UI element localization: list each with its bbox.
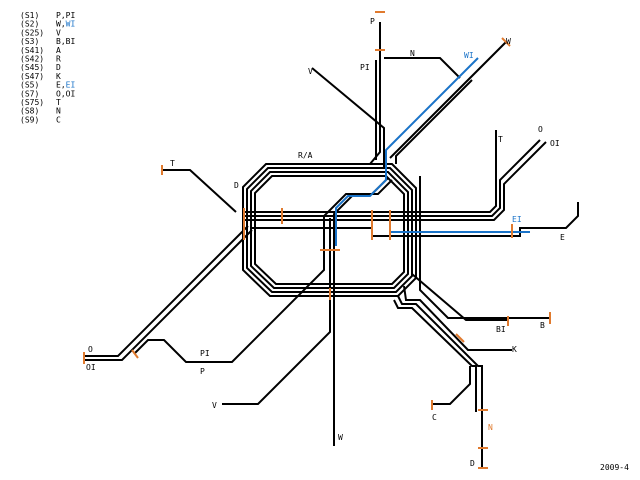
legend-code: (S45) xyxy=(20,63,44,72)
legend-code: (S41) xyxy=(20,46,44,55)
line-c xyxy=(432,366,471,405)
label-w-top: W xyxy=(506,37,511,46)
line-w-a xyxy=(389,41,507,159)
legend-code: (S7) xyxy=(20,89,39,98)
label-c: C xyxy=(432,413,437,422)
legend: (S1) P,PI (S2) W,WI (S25) V (S3) B,BI (S41) A (S42… xyxy=(20,11,75,124)
label-t-right: T xyxy=(498,135,503,144)
legend-destinations: W,WI xyxy=(56,20,75,29)
label-oi-right: OI xyxy=(550,139,560,148)
legend-code: (S47) xyxy=(20,72,44,81)
line-n xyxy=(384,57,461,79)
label-o-left: O xyxy=(88,345,93,354)
legend-code: (S9) xyxy=(20,115,39,124)
legend-code: (S2) xyxy=(20,20,39,29)
label-d-left: D xyxy=(234,181,239,190)
legend-blue-text: WI xyxy=(66,20,76,29)
legend-destinations: T xyxy=(56,98,61,107)
label-b: B xyxy=(540,321,545,330)
label-wi: WI xyxy=(464,51,474,60)
tick-pi-west xyxy=(131,349,139,359)
tick-w-top xyxy=(501,37,511,47)
legend-destinations: K xyxy=(56,72,61,81)
label-n: N xyxy=(410,49,415,58)
legend-black-text: D xyxy=(56,63,61,72)
label-d-bottom: D xyxy=(470,459,475,468)
legend-destinations: E,EI xyxy=(56,81,75,90)
legend-code: (S8) xyxy=(20,107,39,116)
legend-destinations: B,BI xyxy=(56,37,75,46)
legend-black-text: B,BI xyxy=(56,37,75,46)
footer-date: 2009-4 xyxy=(600,463,629,472)
label-ei: EI xyxy=(512,215,522,224)
legend-black-text: N xyxy=(56,107,61,116)
legend-code: (S1) xyxy=(20,11,39,20)
line-ew-1 xyxy=(244,130,497,213)
legend-black-text: W, xyxy=(56,20,66,29)
label-p-left: P xyxy=(200,367,205,376)
legend-black-text: A xyxy=(56,46,61,55)
legend-black-text: O,OI xyxy=(56,89,75,98)
label-k: K xyxy=(512,345,517,354)
label-v-bottom: V xyxy=(212,401,217,410)
line-ew-3 xyxy=(244,141,547,221)
legend-code: (S5) xyxy=(20,81,39,90)
legend-black-text: R xyxy=(56,55,61,64)
line-k-1 xyxy=(403,285,512,351)
legend-code: (S75) xyxy=(20,98,44,107)
legend-code: (S3) xyxy=(20,37,39,46)
label-e: E xyxy=(560,233,565,242)
line-ew-2 xyxy=(244,139,541,217)
label-w-bottom: W xyxy=(338,433,343,442)
legend-destinations: V xyxy=(56,28,61,37)
legend-code: (S42) xyxy=(20,55,44,64)
line-bi xyxy=(411,260,508,321)
line-v-south xyxy=(222,218,331,405)
legend-destinations: P,PI xyxy=(56,11,75,20)
tick-k xyxy=(455,333,465,343)
legend-destinations: R xyxy=(56,55,61,64)
legend-black-text: P,PI xyxy=(56,11,75,20)
label-n-vertical: N xyxy=(488,423,493,432)
line-v-top xyxy=(311,67,385,168)
legend-black-text: V xyxy=(56,28,61,37)
legend-destinations: D xyxy=(56,63,61,72)
label-p: P xyxy=(370,17,375,26)
line-p xyxy=(369,22,381,165)
label-v-top: V xyxy=(308,67,313,76)
line-w-south xyxy=(333,179,393,446)
line-t-west xyxy=(162,169,237,213)
legend-destinations: N xyxy=(56,107,61,116)
label-t-left: T xyxy=(170,159,175,168)
label-pi: PI xyxy=(360,63,370,72)
line-k-2 xyxy=(397,295,483,468)
legend-destinations: C xyxy=(56,115,61,124)
line-o-west xyxy=(84,225,249,357)
label-ring: R/A xyxy=(298,151,313,160)
legend-black-text: C xyxy=(56,115,61,124)
line-wi-blue xyxy=(335,57,479,246)
legend-black-text: E, xyxy=(56,81,66,90)
line-w-b xyxy=(395,79,473,164)
label-oi-left: OI xyxy=(86,363,96,372)
legend-destinations: O,OI xyxy=(56,89,75,98)
label-bi: BI xyxy=(496,325,506,334)
line-k-3 xyxy=(393,299,477,412)
label-o-right: O xyxy=(538,125,543,134)
legend-destinations: A xyxy=(56,46,61,55)
legend-blue-text: EI xyxy=(66,81,76,90)
legend-black-text: T xyxy=(56,98,61,107)
legend-code: (S25) xyxy=(20,28,44,37)
legend-black-text: K xyxy=(56,72,61,81)
line-oi-west xyxy=(84,229,253,361)
label-pi-left: PI xyxy=(200,349,210,358)
